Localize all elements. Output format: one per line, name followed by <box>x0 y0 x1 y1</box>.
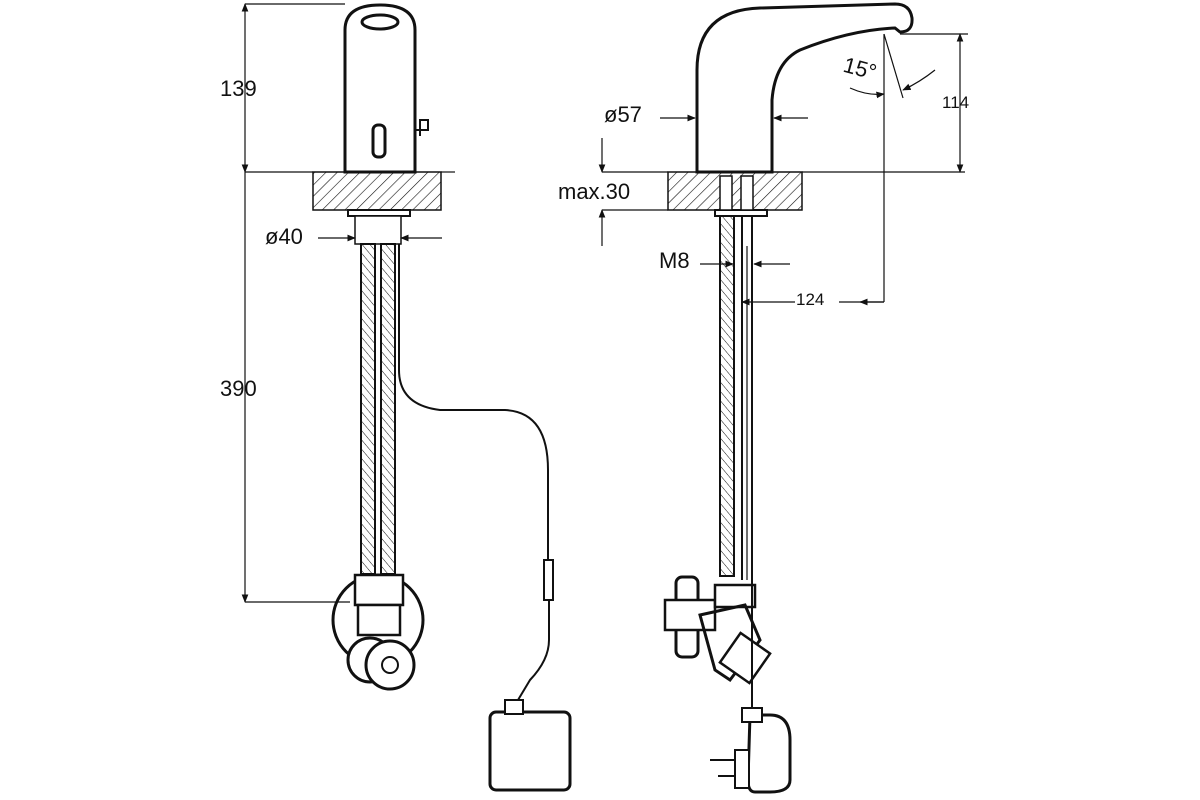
front-spout-outlet <box>360 13 400 31</box>
dim-front-diameter: ø40 <box>265 224 303 249</box>
front-faucet-body <box>343 3 417 174</box>
dim-side-max-thickness: max.30 <box>558 179 630 204</box>
dim-side-diameter: ø57 <box>604 102 642 127</box>
front-mixing-valve <box>331 573 425 691</box>
side-countertop <box>667 171 803 211</box>
dim-side-reach: 124 <box>796 290 824 309</box>
dim-front-height-bottom: 390 <box>220 376 257 401</box>
side-hose <box>719 215 735 577</box>
side-lever <box>415 119 429 136</box>
side-mixing-valve <box>663 575 772 685</box>
dim-front-height-top: 139 <box>220 76 257 101</box>
front-countertop <box>312 171 442 211</box>
dim-spout-angle: 15° <box>841 52 880 85</box>
front-control-box <box>488 710 572 792</box>
front-hose-right <box>380 243 396 575</box>
front-hose-left <box>360 243 376 575</box>
front-view: 139 390 ø40 <box>220 3 572 792</box>
side-faucet-body <box>695 2 914 174</box>
front-mounting-plate <box>347 209 411 217</box>
dim-side-height: 114 <box>942 93 969 112</box>
dim-side-thread: M8 <box>659 248 690 273</box>
side-view: ø57 max.30 M8 124 114 15° <box>558 2 969 794</box>
sensor-window <box>371 123 387 159</box>
front-cable <box>398 244 549 560</box>
side-power-adapter <box>710 707 792 794</box>
